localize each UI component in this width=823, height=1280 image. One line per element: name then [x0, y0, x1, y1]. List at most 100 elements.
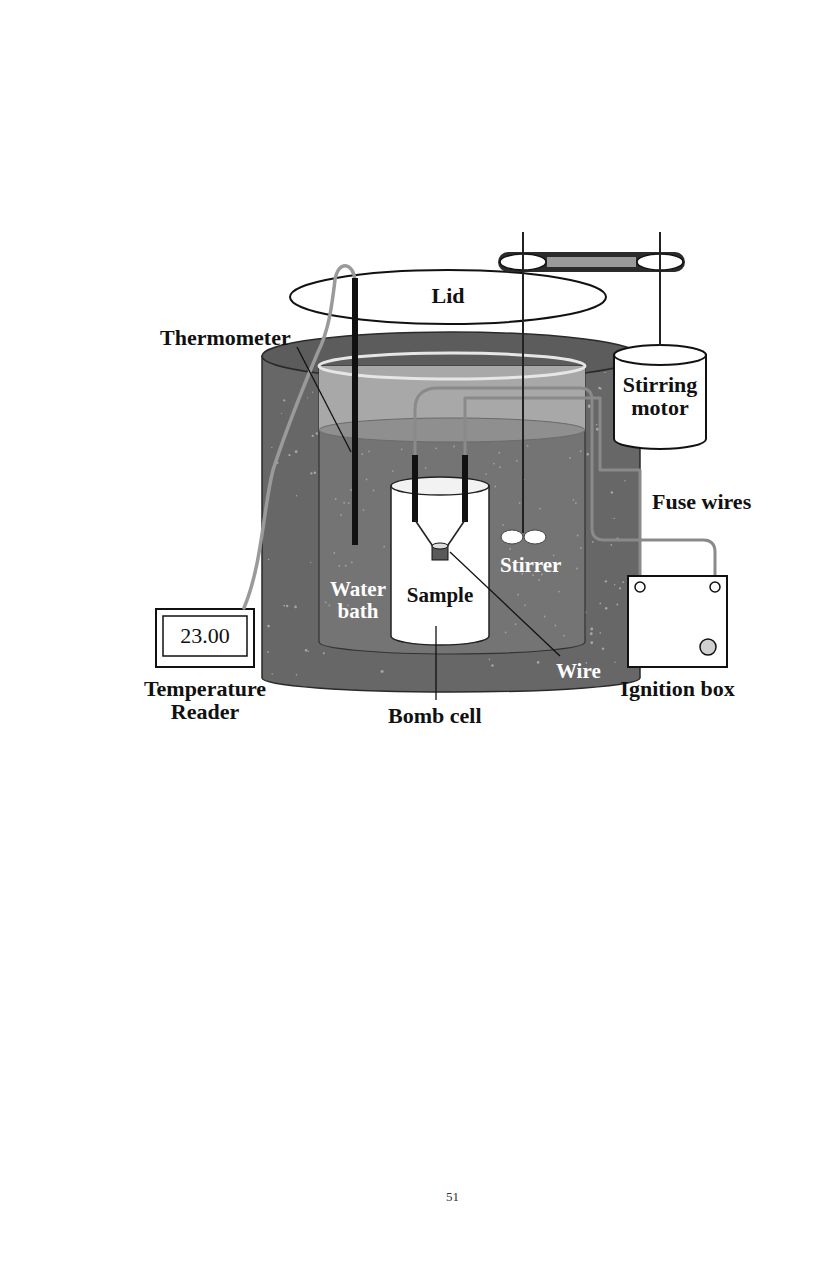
terminal — [635, 582, 645, 592]
speckle — [345, 565, 347, 567]
speckle — [392, 470, 394, 472]
electrode-rod — [462, 455, 468, 522]
speckle — [605, 580, 607, 582]
fuse-wire — [415, 388, 715, 575]
speckle — [616, 604, 618, 606]
speckle — [622, 581, 624, 583]
speckle — [348, 502, 350, 504]
ignition-box-outline — [627, 575, 728, 668]
speckle — [353, 482, 355, 484]
drive-belt-inner — [547, 257, 636, 267]
ignition-wire — [446, 520, 465, 548]
speckle — [590, 632, 593, 635]
speckle — [515, 623, 517, 625]
temperature-value: 23.00 — [180, 624, 230, 647]
leader-line — [435, 626, 436, 700]
speckle — [604, 372, 605, 373]
bomb-top — [391, 477, 489, 495]
speckle — [524, 604, 526, 606]
lid-ellipse: Lid — [288, 268, 608, 326]
speckle — [286, 605, 288, 607]
speckle — [509, 548, 511, 550]
speckle — [611, 491, 613, 493]
speckle — [288, 454, 290, 456]
thermometer-cable — [244, 266, 355, 608]
motor-top — [614, 345, 706, 365]
speckle — [281, 413, 282, 414]
speckle — [489, 659, 491, 661]
speckle — [368, 451, 370, 453]
speckle — [605, 607, 608, 610]
speckle — [563, 635, 565, 637]
ignition-box: Ignition box — [627, 575, 728, 668]
speckle — [373, 490, 375, 492]
speckle — [305, 649, 308, 652]
bomb-cell-outline — [390, 476, 490, 645]
speckle — [435, 447, 437, 449]
speckle — [599, 603, 601, 605]
speckle — [613, 518, 615, 520]
speckle — [361, 453, 363, 455]
speckle — [328, 605, 330, 607]
ignition-case — [628, 576, 727, 667]
speckle — [624, 480, 625, 481]
speckle — [498, 452, 500, 454]
speckle — [555, 625, 557, 627]
water-surface — [319, 418, 585, 442]
part-label: Thermometer — [160, 326, 291, 349]
speckle — [505, 631, 507, 633]
speckle — [590, 641, 593, 644]
speckle — [588, 406, 590, 408]
speckle — [325, 602, 327, 604]
temperature-reader: 23.00Temperature Reader — [155, 608, 255, 668]
speckle — [580, 547, 582, 549]
part-label: Stirring motor — [616, 373, 704, 419]
speckle — [335, 498, 337, 500]
part-label: Sample — [407, 584, 474, 606]
speckle — [350, 489, 352, 491]
speckle — [592, 541, 594, 543]
speckle — [569, 457, 571, 459]
speckle — [308, 651, 309, 652]
electrode-rod — [412, 455, 418, 522]
fuse-wire — [465, 398, 640, 575]
speckle — [611, 544, 613, 546]
air-space — [319, 366, 585, 442]
water-bath-vessel: Water bathSample — [318, 352, 586, 654]
speckle — [576, 568, 578, 570]
speckle — [283, 399, 285, 401]
speckle — [512, 542, 514, 544]
speckle — [537, 661, 540, 664]
speckle — [314, 471, 316, 473]
vessel-body — [319, 366, 585, 654]
speckle — [538, 579, 540, 581]
motor-body — [614, 355, 706, 449]
speckle — [271, 447, 272, 448]
speckle — [619, 587, 621, 589]
speckle — [366, 479, 368, 481]
speckle — [296, 674, 298, 676]
part-label: Stirrer — [500, 554, 561, 576]
stirrer-blade — [524, 530, 546, 544]
speckle — [499, 466, 501, 468]
speckle — [307, 397, 308, 398]
speckle — [539, 508, 541, 510]
speckle — [590, 627, 593, 630]
speckle — [580, 450, 582, 452]
ignition-button — [700, 639, 716, 655]
pulley — [500, 254, 546, 270]
speckle — [527, 445, 529, 447]
speckle — [493, 463, 495, 465]
speckle — [616, 537, 618, 539]
speckle — [383, 546, 385, 548]
speckle — [575, 502, 577, 504]
drive-belt — [498, 252, 685, 272]
terminal — [710, 582, 720, 592]
speckle — [355, 535, 357, 537]
speckle — [363, 509, 365, 511]
page-number: 51 — [446, 1190, 459, 1204]
motor-cylinder: Stirring motor — [613, 343, 707, 451]
